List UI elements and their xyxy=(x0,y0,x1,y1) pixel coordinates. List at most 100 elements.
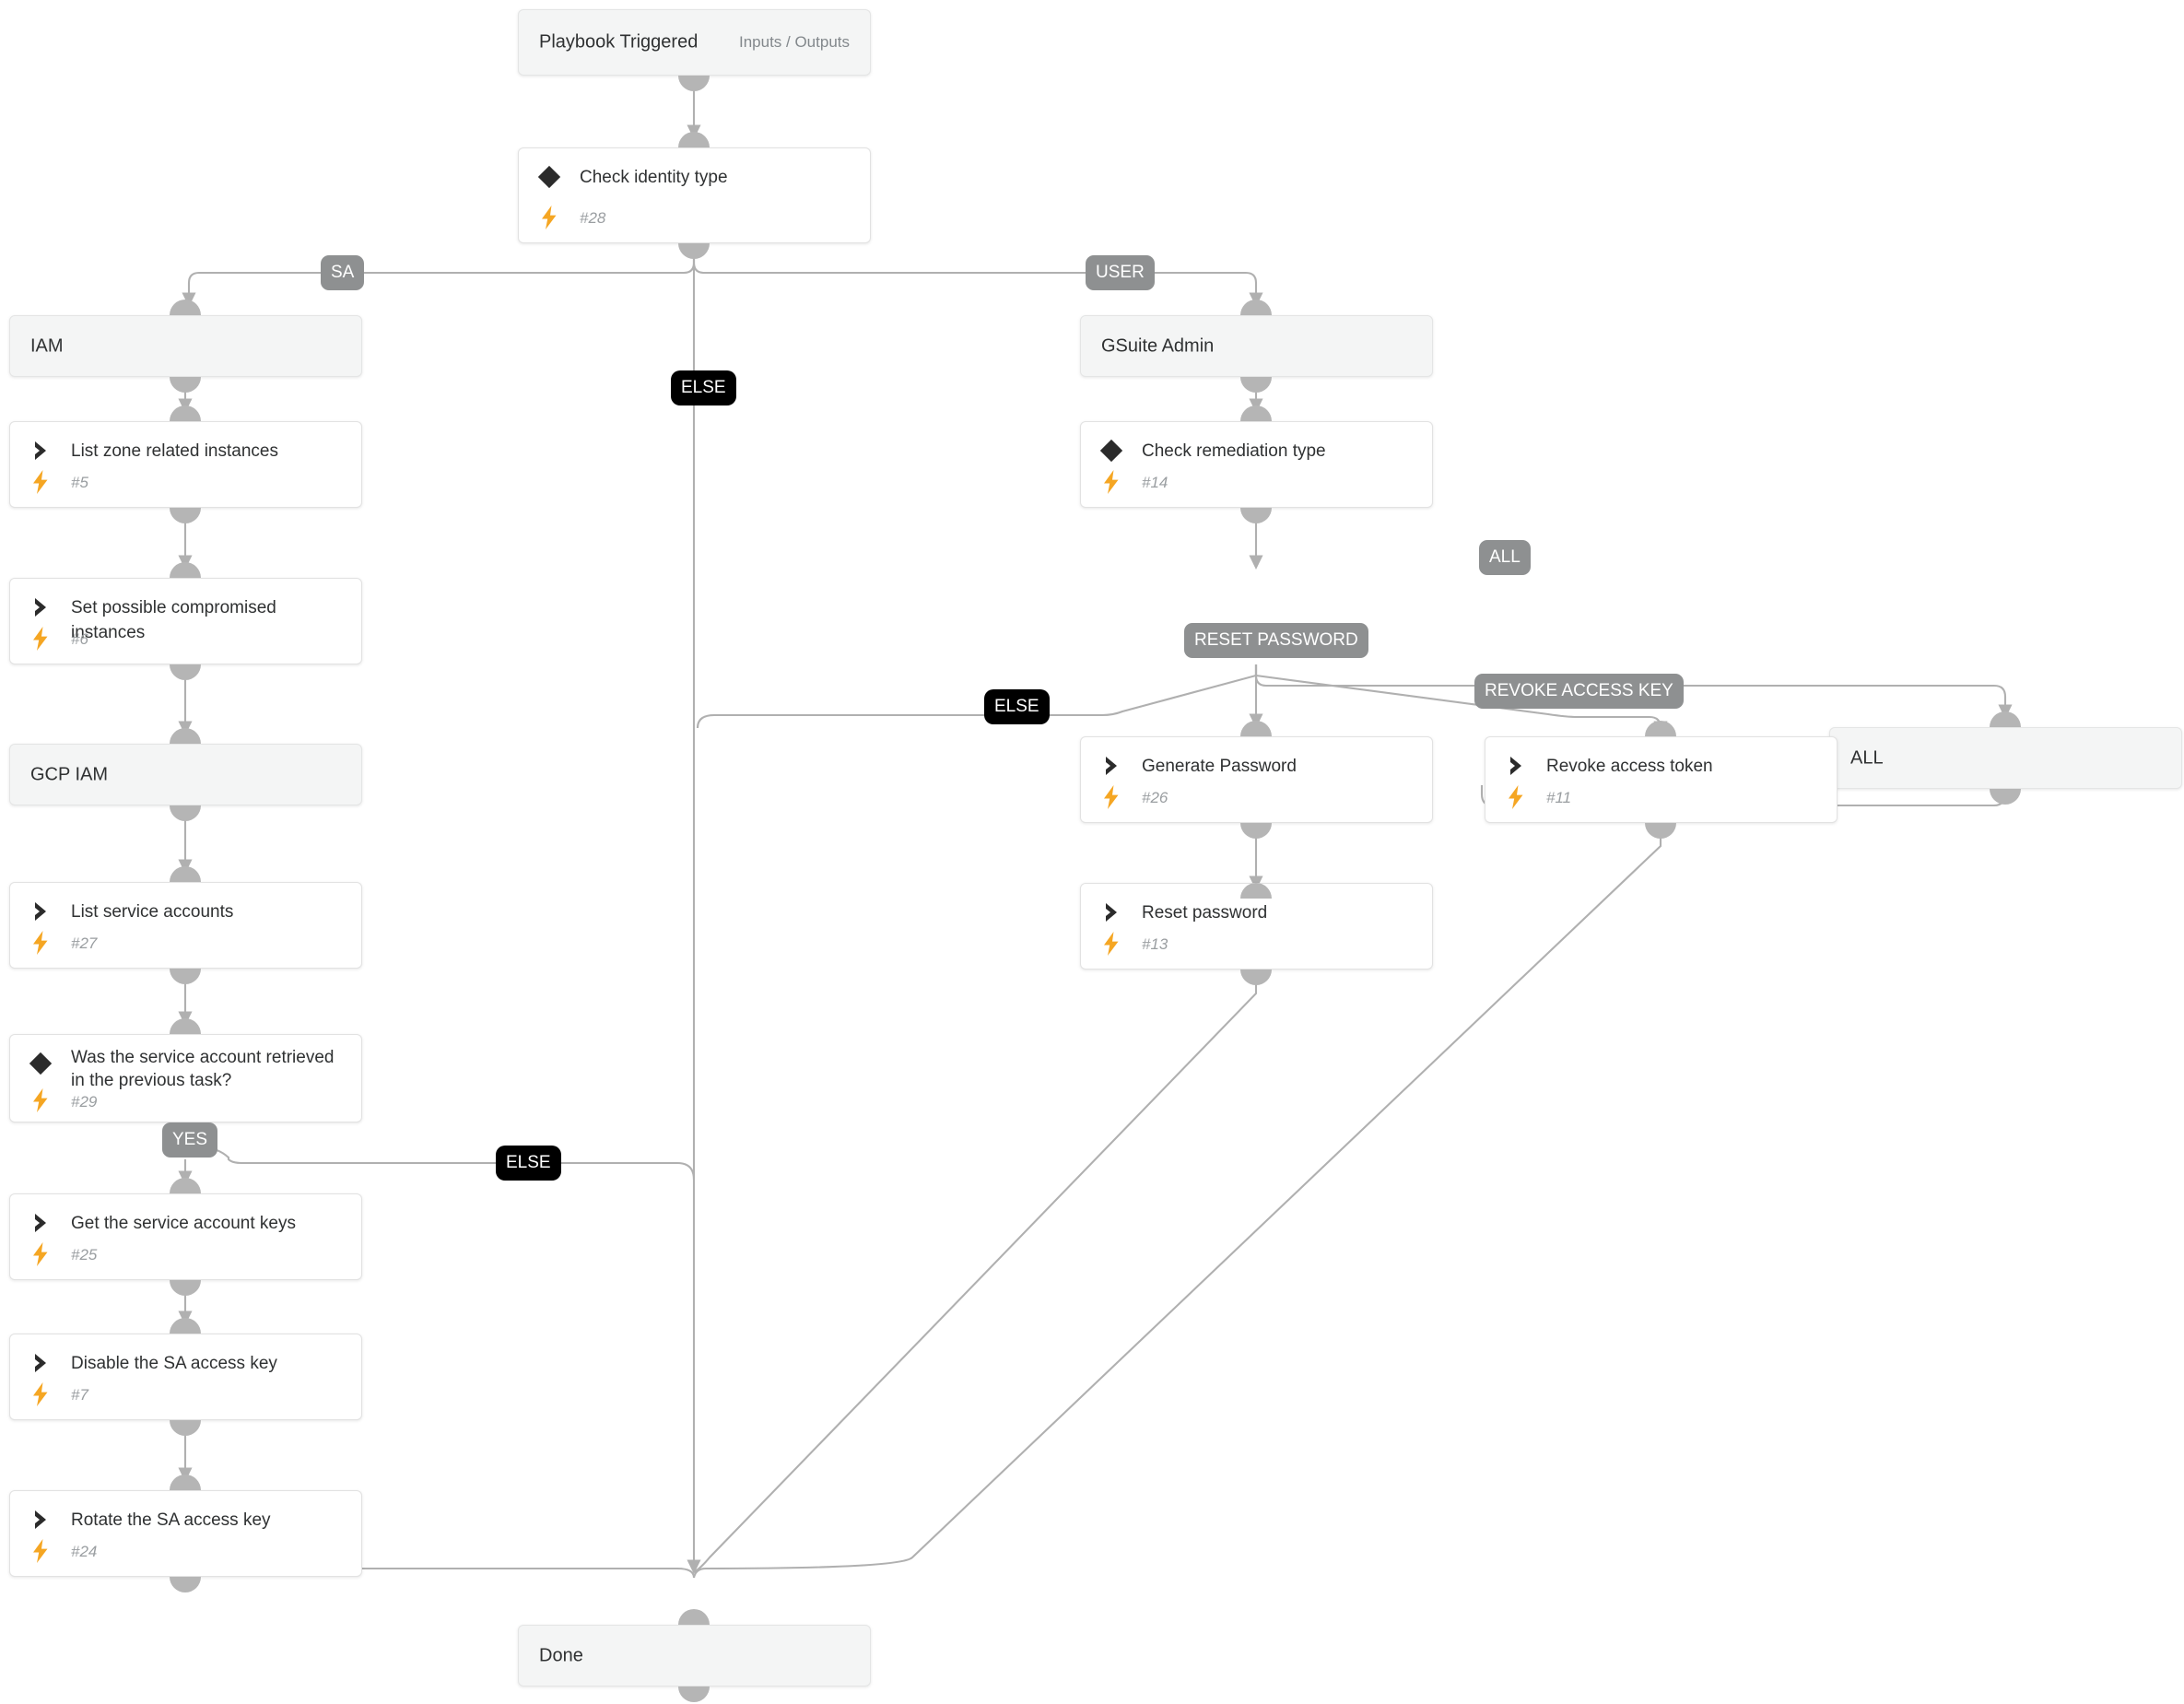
port-in-rotate-sa-key[interactable] xyxy=(170,1475,201,1490)
lightning-bolt-icon xyxy=(30,931,51,955)
node-disable-sa-access-key[interactable]: Disable the SA access key #7 xyxy=(9,1334,362,1420)
task-chevron-icon xyxy=(29,439,53,463)
port-out-iam[interactable] xyxy=(170,377,201,393)
node-iam[interactable]: IAM xyxy=(9,315,362,377)
port-in-all-container[interactable] xyxy=(1990,711,2021,727)
node-title: Check remediation type xyxy=(1142,441,1326,461)
port-in-set-compromised[interactable] xyxy=(170,562,201,578)
branch-label-all[interactable]: ALL xyxy=(1479,540,1531,575)
port-out-rotate-sa-key[interactable] xyxy=(170,1577,201,1592)
port-in-gsuite-admin[interactable] xyxy=(1240,300,1272,315)
port-in-list-service-accounts[interactable] xyxy=(170,866,201,882)
port-out-revoke-access-token[interactable] xyxy=(1645,823,1676,839)
lightning-bolt-icon xyxy=(539,206,559,229)
port-out-all-container[interactable] xyxy=(1990,789,2021,805)
port-in-get-sa-keys[interactable] xyxy=(170,1178,201,1193)
node-task-id: #25 xyxy=(71,1246,98,1263)
node-task-id: #28 xyxy=(580,209,606,227)
node-title: Was the service account retrieved in the… xyxy=(71,1048,335,1090)
node-title: Set possible compromised instances xyxy=(71,598,276,642)
node-task-id: #7 xyxy=(71,1386,88,1404)
node-task-id: #14 xyxy=(1142,474,1168,491)
node-title: Disable the SA access key xyxy=(71,1354,277,1373)
port-in-check-identity[interactable] xyxy=(678,132,710,147)
task-chevron-icon xyxy=(1099,754,1123,778)
branch-label-reset-password[interactable]: RESET PASSWORD xyxy=(1184,623,1368,658)
inputs-outputs-label: Inputs / Outputs xyxy=(738,33,850,51)
port-in-gcp-iam[interactable] xyxy=(170,728,201,744)
port-in-check-remediation[interactable] xyxy=(1240,405,1272,421)
port-out-done[interactable] xyxy=(678,1686,710,1702)
node-title: Generate Password xyxy=(1142,757,1297,776)
lightning-bolt-icon xyxy=(30,1539,51,1563)
port-in-list-zone[interactable] xyxy=(170,405,201,421)
port-out-gcp-iam[interactable] xyxy=(170,805,201,821)
node-list-service-accounts[interactable]: List service accounts #27 xyxy=(9,882,362,969)
lightning-bolt-icon xyxy=(30,1088,51,1112)
lightning-bolt-icon xyxy=(1101,785,1121,809)
condition-diamond-icon xyxy=(1099,439,1123,463)
node-task-id: #13 xyxy=(1142,935,1168,953)
node-check-remediation-type[interactable]: Check remediation type #14 xyxy=(1080,421,1433,508)
lightning-bolt-icon xyxy=(30,1382,51,1406)
port-out-check-remediation[interactable] xyxy=(1240,508,1272,523)
task-chevron-icon xyxy=(29,595,53,619)
node-task-id: #27 xyxy=(71,934,98,952)
node-playbook-triggered[interactable]: Playbook Triggered Inputs / Outputs xyxy=(518,9,871,76)
port-out-set-compromised[interactable] xyxy=(170,664,201,680)
node-all-container[interactable]: ALL xyxy=(1829,727,2182,789)
node-done[interactable]: Done xyxy=(518,1625,871,1686)
node-list-zone-related-instances[interactable]: List zone related instances #5 xyxy=(9,421,362,508)
node-title: Revoke access token xyxy=(1546,757,1713,776)
task-chevron-icon xyxy=(1504,754,1528,778)
port-out-gsuite-admin[interactable] xyxy=(1240,377,1272,393)
node-title: GSuite Admin xyxy=(1101,335,1215,356)
port-in-was-retrieved[interactable] xyxy=(170,1018,201,1034)
branch-label-sa[interactable]: SA xyxy=(321,255,365,290)
branch-label-revoke-access-key[interactable]: REVOKE ACCESS KEY xyxy=(1474,674,1684,709)
node-title: GCP IAM xyxy=(30,764,109,784)
node-title: List service accounts xyxy=(71,902,234,922)
node-rotate-sa-access-key[interactable]: Rotate the SA access key #24 xyxy=(9,1490,362,1577)
branch-label-else-remediation[interactable]: ELSE xyxy=(984,689,1050,724)
branch-label-else-service-account[interactable]: ELSE xyxy=(496,1146,561,1181)
lightning-bolt-icon xyxy=(1101,932,1121,956)
port-in-generate-password[interactable] xyxy=(1240,721,1272,736)
port-out-generate-password[interactable] xyxy=(1240,823,1272,839)
node-task-id: #24 xyxy=(71,1543,98,1560)
lightning-bolt-icon xyxy=(30,1242,51,1266)
node-task-id: #5 xyxy=(71,474,88,491)
branch-label-user[interactable]: USER xyxy=(1086,255,1155,290)
port-out-reset-password[interactable] xyxy=(1240,970,1272,985)
node-title: Rotate the SA access key xyxy=(71,1510,271,1530)
node-was-service-account-retrieved[interactable]: Was the service account retrieved in the… xyxy=(9,1034,362,1122)
port-in-iam[interactable] xyxy=(170,300,201,315)
port-out-disable-sa-key[interactable] xyxy=(170,1420,201,1436)
node-gsuite-admin[interactable]: GSuite Admin xyxy=(1080,315,1433,377)
node-title: IAM xyxy=(30,335,64,356)
port-out-list-zone[interactable] xyxy=(170,508,201,523)
port-in-disable-sa-key[interactable] xyxy=(170,1318,201,1334)
node-revoke-access-token[interactable]: Revoke access token #11 xyxy=(1485,736,1838,823)
node-gcp-iam[interactable]: GCP IAM xyxy=(9,744,362,805)
port-in-revoke-access-token[interactable] xyxy=(1645,721,1676,736)
node-generate-password[interactable]: Generate Password #26 xyxy=(1080,736,1433,823)
node-title: Playbook Triggered xyxy=(539,31,699,53)
port-out-check-identity[interactable] xyxy=(678,243,710,259)
port-out-list-service-accounts[interactable] xyxy=(170,969,201,984)
branch-label-else-identity[interactable]: ELSE xyxy=(671,370,736,405)
node-title: List zone related instances xyxy=(71,441,278,461)
task-chevron-icon xyxy=(1099,900,1123,924)
lightning-bolt-icon xyxy=(1506,785,1526,809)
task-chevron-icon xyxy=(29,1211,53,1235)
port-out-get-sa-keys[interactable] xyxy=(170,1280,201,1296)
node-title: Get the service account keys xyxy=(71,1214,296,1233)
port-in-done[interactable] xyxy=(678,1609,710,1625)
branch-label-yes[interactable]: YES xyxy=(162,1122,218,1158)
node-get-service-account-keys[interactable]: Get the service account keys #25 xyxy=(9,1193,362,1280)
node-check-identity-type[interactable]: Check identity type #28 xyxy=(518,147,871,243)
node-set-possible-compromised-instances[interactable]: Set possible compromised instances #6 xyxy=(9,578,362,664)
lightning-bolt-icon xyxy=(1101,470,1121,494)
port-out-start[interactable] xyxy=(678,76,710,91)
